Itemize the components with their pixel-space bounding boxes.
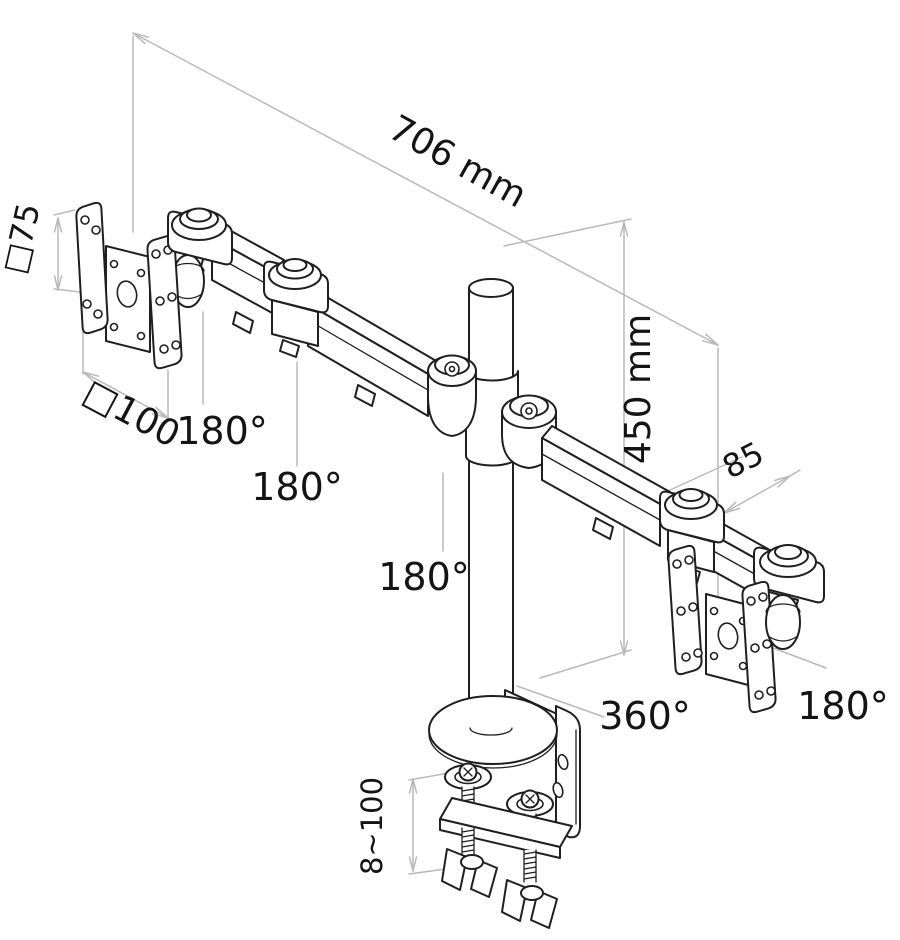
desk-clamp xyxy=(428,689,581,929)
knob-hub xyxy=(460,854,484,870)
dimension-height-450 xyxy=(503,218,632,679)
label-dim-offset: 85 xyxy=(716,434,770,486)
dimension-clamp-range xyxy=(408,771,469,875)
rotation-joint-right-end xyxy=(753,544,825,604)
wing xyxy=(470,859,498,898)
dimension-vesa75 xyxy=(53,209,81,293)
pole-top-cap xyxy=(468,278,514,298)
knob-hub xyxy=(520,885,544,901)
label-rotation-base: 360° xyxy=(599,694,691,738)
monitor-arm xyxy=(75,201,825,929)
wing-screw-right xyxy=(501,849,558,929)
dimension-vesa100 xyxy=(82,329,169,421)
label-rotation-right-end: 180° xyxy=(797,684,889,728)
cable-clip xyxy=(354,384,376,407)
rotation-joint-left-end xyxy=(167,207,233,266)
cable-clip xyxy=(232,311,254,334)
label-dim-height: 450 mm xyxy=(618,314,659,464)
dimension-offset-85 xyxy=(667,456,801,514)
upper-arm-pivot-cap xyxy=(427,354,477,437)
clamp-wall xyxy=(552,705,581,839)
dimension-lines xyxy=(53,32,827,875)
upper-arm xyxy=(167,207,439,417)
wing xyxy=(530,890,558,929)
label-dim-width: 706 mm xyxy=(382,108,533,217)
ball-joint-right xyxy=(765,594,801,650)
bracket-hole-right xyxy=(717,622,739,650)
label-rotation-left-elbow: 180° xyxy=(251,465,343,509)
wing xyxy=(441,848,468,891)
label-rotation-center: 180° xyxy=(378,555,470,599)
label-vesa-75: □75 xyxy=(0,200,48,278)
lower-arm-segment1-front xyxy=(541,437,661,547)
wing-screw-left xyxy=(441,827,498,898)
left-monitor-mount xyxy=(75,201,205,370)
clamp-screw-left xyxy=(444,762,492,815)
pole xyxy=(468,278,514,699)
label-rotation-left-end: 180° xyxy=(176,409,268,453)
cable-clip xyxy=(592,517,614,540)
label-vesa-100: □100 xyxy=(76,372,186,456)
clamp-base-disc xyxy=(428,695,558,769)
right-monitor-mount xyxy=(667,544,825,714)
leader-lines xyxy=(202,311,827,718)
wing xyxy=(501,879,528,922)
elbow-joint-left xyxy=(263,258,329,358)
label-clamp-range: 8~100 xyxy=(355,777,389,875)
bracket-hole-left xyxy=(116,280,138,308)
